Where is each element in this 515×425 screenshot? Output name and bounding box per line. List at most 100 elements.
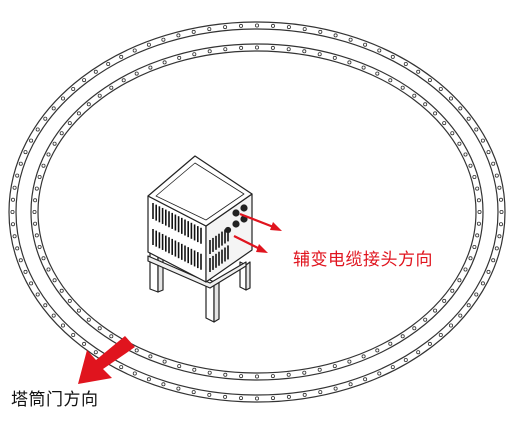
bolt-hole xyxy=(207,370,212,375)
bolt-hole xyxy=(400,334,405,339)
bolt-hole xyxy=(52,141,57,146)
bolt-hole xyxy=(318,390,323,395)
bolt-hole xyxy=(363,42,368,47)
bolt-hole xyxy=(388,341,393,346)
bolt-hole xyxy=(132,48,137,53)
bolt-hole xyxy=(239,374,244,379)
bolt-hole xyxy=(347,359,352,364)
bolt-hole xyxy=(59,131,64,136)
bolt-hole xyxy=(33,198,38,203)
bolt-hole xyxy=(480,281,485,286)
bolt-hole xyxy=(51,106,56,111)
bolt-hole xyxy=(491,161,496,166)
bolt-hole xyxy=(491,258,496,263)
bolt-hole xyxy=(43,116,48,121)
bolt-hole xyxy=(10,197,15,202)
bolt-hole xyxy=(33,221,38,226)
bolt-hole xyxy=(223,47,228,52)
cabinet-top xyxy=(147,155,253,227)
bolt-hole xyxy=(97,93,102,98)
bolt-hole xyxy=(52,278,57,283)
bolt-hole xyxy=(15,173,20,178)
bolt-hole xyxy=(457,278,462,283)
bolt-hole xyxy=(35,292,40,297)
bolt-hole xyxy=(254,396,259,401)
bolt-hole xyxy=(472,174,477,179)
bolt-hole xyxy=(377,371,382,376)
bolt-hole xyxy=(497,185,502,190)
bolt-hole xyxy=(76,308,81,313)
bolt-hole xyxy=(333,386,338,391)
bolt-hole xyxy=(109,334,114,339)
bolt-hole xyxy=(238,23,243,28)
bolt-hole xyxy=(458,106,463,111)
bolt-hole xyxy=(286,372,291,377)
bolt-hole xyxy=(442,298,447,303)
bolt-hole xyxy=(43,303,48,308)
bolt-hole xyxy=(71,332,76,337)
bolt-hole xyxy=(41,163,46,168)
bolt-hole xyxy=(375,348,380,353)
bolt-hole xyxy=(177,55,182,60)
bolt-hole xyxy=(474,127,479,132)
bolt-hole xyxy=(177,364,182,369)
bolt-hole xyxy=(438,332,443,337)
bolt-hole xyxy=(46,267,51,272)
bolt-hole xyxy=(442,121,447,126)
transformer-cabinet xyxy=(147,155,253,323)
double-red-arrow-icon xyxy=(233,212,282,253)
bolt-hole xyxy=(498,197,503,202)
bolt-hole xyxy=(82,341,87,346)
bolt-hole xyxy=(438,87,443,92)
cable-connectors xyxy=(224,204,248,234)
bolt-hole xyxy=(86,102,91,107)
bolt-hole xyxy=(134,348,139,353)
bolt-hole xyxy=(458,313,463,318)
bolt-hole xyxy=(18,161,23,166)
bolt-hole xyxy=(134,71,139,76)
bolt-hole xyxy=(161,37,166,42)
bolt-hole xyxy=(192,367,197,372)
bolt-hole xyxy=(466,116,471,121)
outer-bolt-holes xyxy=(10,23,504,401)
bolt-hole xyxy=(37,244,42,249)
bolt-hole xyxy=(146,42,151,47)
bolt-hole xyxy=(12,234,17,239)
bolt-hole xyxy=(497,234,502,239)
bolt-hole xyxy=(23,150,28,155)
bolt-hole xyxy=(12,185,17,190)
bolt-hole xyxy=(416,350,421,355)
bolt-hole xyxy=(499,209,504,214)
bolt-hole xyxy=(416,69,421,74)
bolt-hole xyxy=(480,138,485,143)
bolt-hole xyxy=(302,370,307,375)
bolt-hole xyxy=(207,49,212,54)
bolt-hole xyxy=(162,359,167,364)
bolt-hole xyxy=(423,102,428,107)
bolt-hole xyxy=(468,163,473,168)
bolt-hole xyxy=(494,246,499,251)
bolt-hole xyxy=(41,256,46,261)
tower-door-direction-label: 塔筒门方向 xyxy=(11,390,99,410)
bolt-hole xyxy=(176,386,181,391)
bolt-hole xyxy=(146,377,151,382)
cabinet-vents-left xyxy=(152,203,202,270)
bolt-hole xyxy=(270,396,275,401)
bolt-hole xyxy=(472,244,477,249)
bolt-hole xyxy=(486,150,491,155)
flange-ring xyxy=(8,21,506,403)
bolt-hole xyxy=(223,25,228,30)
bolt-hole xyxy=(468,256,473,261)
bolt-hole xyxy=(35,127,40,132)
bolt-hole xyxy=(486,269,491,274)
bolt-hole xyxy=(494,173,499,178)
bolt-hole xyxy=(348,382,353,387)
bolt-hole xyxy=(67,298,72,303)
bolt-hole xyxy=(93,350,98,355)
bolt-hole xyxy=(286,394,291,399)
cable-direction-label: 辅变电缆接头方向 xyxy=(293,250,433,270)
bolt-hole xyxy=(433,308,438,313)
bolt-hole xyxy=(148,65,153,70)
bolt-hole xyxy=(403,62,408,67)
bolt-hole xyxy=(18,258,23,263)
